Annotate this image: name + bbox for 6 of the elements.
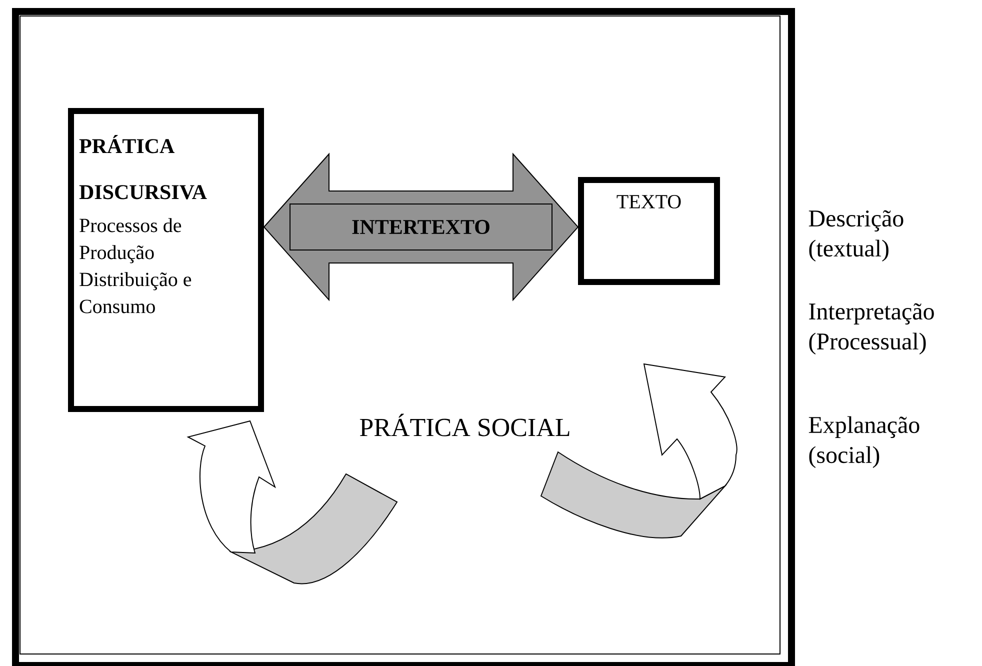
text-box: PRÁTICA DISCURSIVA Processos de Produção Distribuição e Consumo <box>68 108 264 412</box>
side-label: Explanação (social) <box>808 416 920 468</box>
edge-label: INTERTEXTO <box>290 204 552 250</box>
side-label: Descrição (textual) <box>808 210 904 262</box>
side-label: Interpretação (Processual) <box>809 303 934 354</box>
text-box: TEXTO <box>578 177 720 285</box>
